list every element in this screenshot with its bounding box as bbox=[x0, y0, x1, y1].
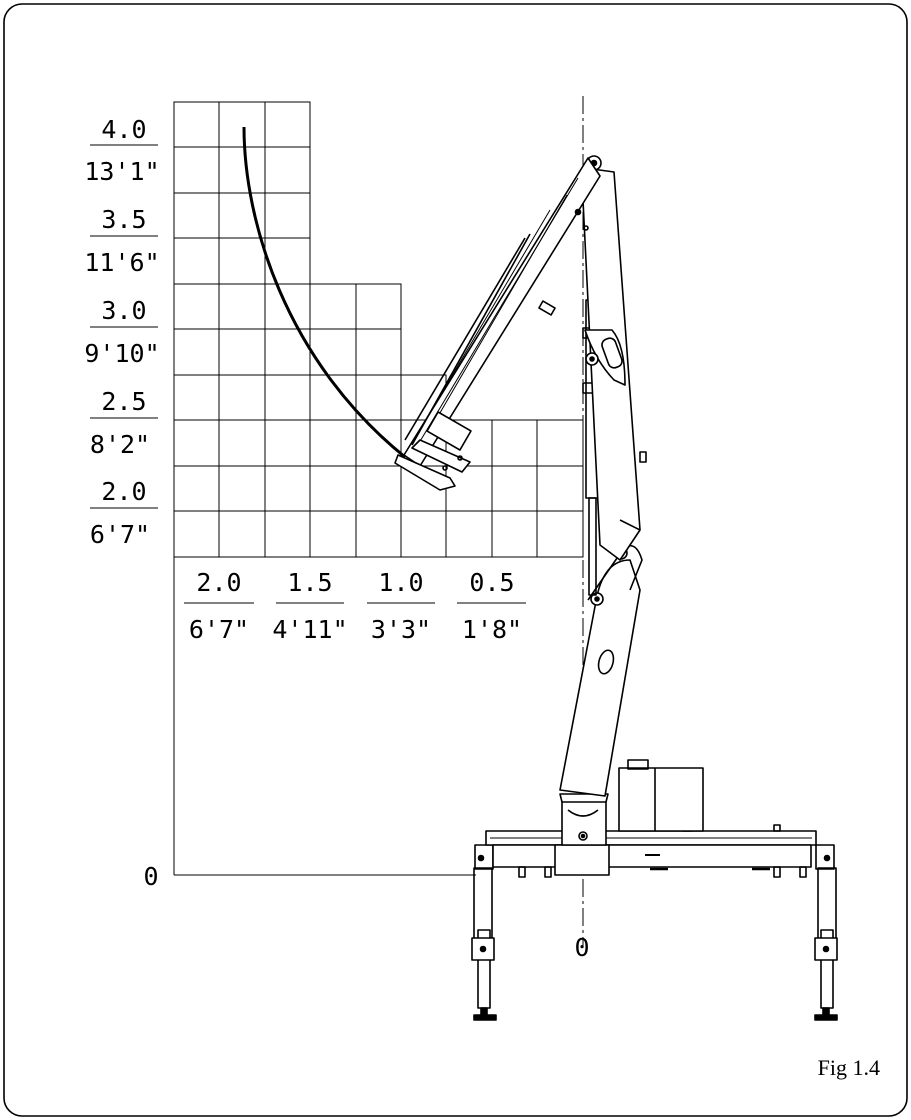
reach-label-1-5: 1.5 4'11" bbox=[272, 568, 347, 644]
hydraulic-tank bbox=[618, 759, 704, 832]
reach-labels: 2.0 6'7" 1.5 4'11" 1.0 3'3" 0.5 1'8" 0 bbox=[184, 568, 590, 962]
figure-caption: Fig 1.4 bbox=[818, 1055, 880, 1080]
height-metric: 2.5 bbox=[101, 387, 146, 416]
height-imperial: 6'7" bbox=[90, 520, 150, 549]
height-labels: 4.0 13'1" 3.5 11'6" 3.0 9'10" 2.5 8'2" 2… bbox=[84, 115, 159, 891]
height-metric: 4.0 bbox=[101, 115, 146, 144]
knuckle-boom bbox=[581, 155, 647, 561]
reach-envelope-curve bbox=[242, 126, 406, 459]
height-imperial: 8'2" bbox=[90, 430, 150, 459]
main-boom bbox=[559, 544, 643, 797]
reach-metric: 1.5 bbox=[287, 568, 332, 597]
reach-imperial: 6'7" bbox=[189, 615, 249, 644]
reach-metric: 1.0 bbox=[378, 568, 423, 597]
height-imperial: 11'6" bbox=[84, 248, 159, 277]
reach-metric: 2.0 bbox=[196, 568, 241, 597]
extension-jib bbox=[403, 157, 601, 467]
crane-drawing bbox=[394, 155, 838, 1021]
reach-metric: 0.5 bbox=[469, 568, 514, 597]
working-range-grid bbox=[173, 101, 584, 876]
reach-imperial: 3'3" bbox=[371, 615, 431, 644]
reach-label-0-5: 0.5 1'8" bbox=[457, 568, 526, 644]
page-frame bbox=[3, 3, 908, 1117]
left-outrigger-leg bbox=[471, 844, 497, 1021]
height-metric: 3.0 bbox=[101, 296, 146, 325]
height-imperial: 13'1" bbox=[84, 157, 159, 186]
reach-label-1-0: 1.0 3'3" bbox=[367, 568, 435, 644]
height-imperial: 9'10" bbox=[84, 339, 159, 368]
reach-origin-label: 0 bbox=[574, 933, 589, 962]
height-label-4-0: 4.0 13'1" bbox=[84, 115, 159, 186]
right-outrigger-leg bbox=[814, 844, 838, 1021]
height-label-2-0: 2.0 6'7" bbox=[90, 477, 158, 549]
reach-label-2-0: 2.0 6'7" bbox=[184, 568, 254, 644]
height-label-3-5: 3.5 11'6" bbox=[84, 205, 159, 277]
crane-column bbox=[559, 793, 609, 846]
reach-imperial: 1'8" bbox=[462, 615, 522, 644]
reach-imperial: 4'11" bbox=[272, 615, 347, 644]
height-metric: 3.5 bbox=[101, 205, 146, 234]
base-frame bbox=[485, 824, 817, 878]
height-label-3-0: 3.0 9'10" bbox=[84, 296, 159, 368]
height-label-2-5: 2.5 8'2" bbox=[90, 387, 158, 459]
height-origin-label: 0 bbox=[143, 862, 158, 891]
jib-head bbox=[394, 411, 472, 491]
height-metric: 2.0 bbox=[101, 477, 146, 506]
